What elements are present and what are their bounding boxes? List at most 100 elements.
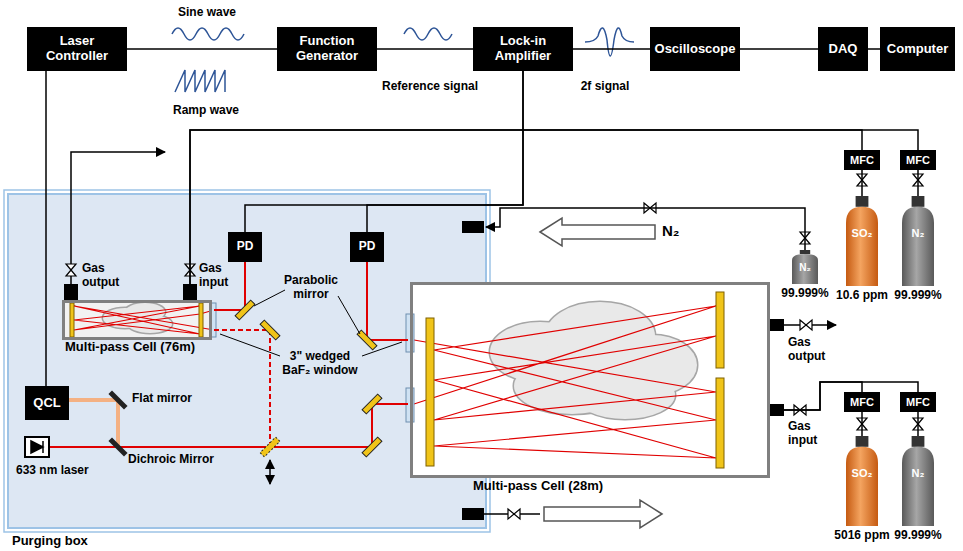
flip-arrow xyxy=(269,460,271,484)
cylinder-shape xyxy=(846,436,878,526)
part-caption: Multi-pass Cell (28m) xyxy=(473,479,603,493)
part-label: Flat mirror xyxy=(132,392,222,406)
signal-name: Ramp wave xyxy=(168,104,244,118)
mass-flow-controller: MFC xyxy=(900,150,936,170)
ramp-wave xyxy=(175,70,225,92)
gas-cloud xyxy=(103,302,697,419)
connector xyxy=(45,71,47,386)
gas-cylinder: N₂99.999% xyxy=(902,196,934,286)
cylinder-body xyxy=(846,207,878,286)
beam-path xyxy=(414,306,716,458)
beam-path xyxy=(74,306,214,334)
photodetector: PD xyxy=(350,232,384,262)
box-label: Lock-in Amplifier xyxy=(473,34,573,64)
illustration-part xyxy=(66,264,76,276)
port-label: Gas output xyxy=(788,336,834,364)
signal-name: 2f signal xyxy=(570,80,640,94)
box-label: MFC xyxy=(906,154,930,167)
cell-mirror xyxy=(716,292,724,368)
signal-name: Sine wave xyxy=(170,6,244,20)
laser-source: QCL xyxy=(25,386,69,420)
sine-wave xyxy=(404,28,452,40)
gas-concentration: 99.999% xyxy=(894,289,941,302)
connector xyxy=(861,412,863,436)
box-label: MFC xyxy=(850,154,874,167)
part-label: Dichroic Mirror xyxy=(128,453,238,467)
multipass-cell: Multi-pass Cell (76m) xyxy=(62,300,212,340)
part-label: Parabolic mirror xyxy=(281,274,341,302)
connector xyxy=(917,412,919,436)
mass-flow-controller: MFC xyxy=(844,150,880,170)
illustration-part xyxy=(575,371,675,419)
cell-mirror xyxy=(426,318,434,466)
instrument-box: Function Generator xyxy=(277,27,377,71)
instrument-box: Computer xyxy=(880,27,955,71)
cell-mirror xyxy=(70,303,74,337)
box-label: Laser Controller xyxy=(27,34,127,64)
gas-concentration: 99.999% xyxy=(894,529,941,542)
dichroic-mirror xyxy=(108,437,127,456)
instrument-box: Laser Controller xyxy=(27,27,127,71)
sine-wave xyxy=(172,28,244,40)
cylinder-body xyxy=(902,447,934,526)
purge-port xyxy=(462,221,484,233)
gas-label: N₂ xyxy=(662,222,692,239)
connector xyxy=(861,170,863,196)
signal-name: Reference signal xyxy=(374,80,486,94)
box-label: QCL xyxy=(33,396,60,411)
cylinder-valve xyxy=(856,436,869,447)
box-label: Function Generator xyxy=(277,34,377,64)
multipass-cell: Multi-pass Cell (28m) xyxy=(410,282,770,478)
cell-fill xyxy=(410,282,770,478)
2f-waveform xyxy=(585,28,634,56)
gas-formula: N₂ xyxy=(902,227,934,239)
gas-cloud xyxy=(103,302,697,419)
connector xyxy=(486,208,805,250)
connector xyxy=(917,170,919,196)
connector xyxy=(573,48,650,50)
purge-flow-arrow xyxy=(544,500,662,528)
port-label: Gas input xyxy=(788,420,834,448)
illustration-part xyxy=(575,371,675,419)
parabolic-mirror xyxy=(357,330,377,350)
gas-formula: SO₂ xyxy=(846,227,878,239)
part-label: 633 nm laser xyxy=(16,464,106,478)
illustration-part xyxy=(508,509,520,519)
alignment-beam xyxy=(50,446,118,448)
part-caption: Purging box xyxy=(12,534,88,548)
laser-icon xyxy=(31,441,43,453)
cylinder-body xyxy=(846,447,878,526)
purge-flow-arrow xyxy=(540,218,655,246)
cylinder-valve xyxy=(912,196,925,207)
cylinder-valve xyxy=(800,250,810,254)
valve xyxy=(66,174,923,519)
box-label: PD xyxy=(237,240,254,254)
port-label: Gas input xyxy=(199,262,227,290)
box-label: Oscilloscope xyxy=(655,42,736,57)
cylinder-valve xyxy=(912,436,925,447)
parabolic-mirror xyxy=(235,300,255,320)
cylinder-shape xyxy=(846,196,878,286)
illustration-part xyxy=(800,320,812,330)
gas-formula: N₂ xyxy=(902,467,934,479)
mass-flow-controller: MFC xyxy=(844,392,880,412)
instrument-box: Oscilloscope xyxy=(650,27,740,71)
gas-formula: N₂ xyxy=(792,262,818,273)
cylinder-valve xyxy=(856,196,869,207)
box-label: Computer xyxy=(887,42,948,57)
gas-concentration: 10.6 ppm xyxy=(836,289,888,302)
gas-cylinder: N₂99.999% xyxy=(792,250,818,284)
flip-mirror xyxy=(260,437,280,457)
laser-beam xyxy=(367,262,408,340)
gas-concentration: 5016 ppm xyxy=(834,529,889,542)
box-label: MFC xyxy=(850,396,874,409)
gas-formula: SO₂ xyxy=(846,467,878,479)
gas-port xyxy=(770,319,784,331)
gas-port xyxy=(64,284,78,300)
flat-mirror xyxy=(108,390,127,409)
box-label: PD xyxy=(359,240,376,254)
mirror xyxy=(362,437,382,457)
